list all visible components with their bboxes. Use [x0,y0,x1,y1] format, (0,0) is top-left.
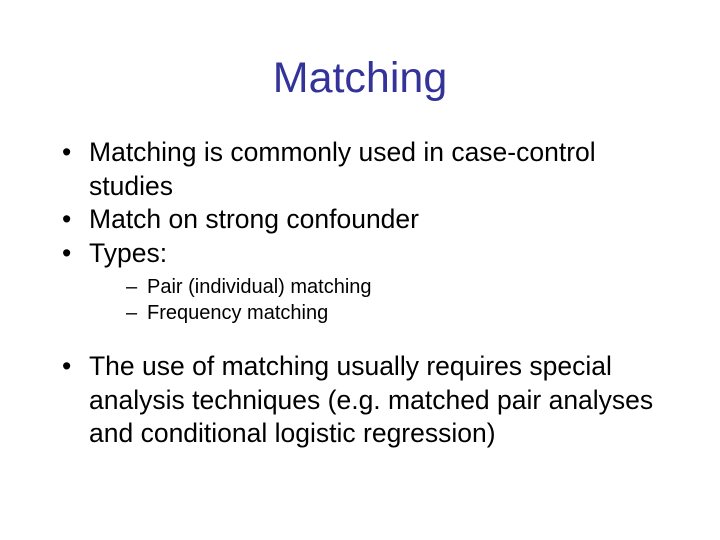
list-item: – Pair (individual) matching [89,275,668,301]
slide-body: • Matching is commonly used in case-cont… [56,136,668,451]
list-item: – Frequency matching [89,301,668,327]
bullet-dash-icon: – [126,301,138,324]
page-title: Matching [272,54,448,102]
list-item-label: Types: [89,237,168,268]
bullet-dot-icon: • [62,237,72,268]
bullet-dot-icon: • [62,204,72,234]
list-item-label: Pair (individual) matching [147,276,372,298]
list-item: • The use of matching usually requires s… [56,350,668,451]
bullet-dot-icon: • [62,351,72,381]
bullet-list-level1: • Matching is commonly used in case-cont… [56,136,668,451]
bullet-dash-icon: – [126,276,138,298]
list-item-label: Matching is commonly used in case-contro… [89,137,596,201]
list-item: • Types: – Pair (individual) matching – … [56,237,668,327]
list-item: • Matching is commonly used in case-cont… [56,136,668,203]
list-item-label: The use of matching usually requires spe… [89,351,654,448]
list-item-label: Frequency matching [147,301,329,324]
bullet-dot-icon: • [62,137,72,167]
list-item-label: Match on strong confounder [89,204,419,234]
bullet-list-level2: – Pair (individual) matching – Frequency… [89,275,668,326]
list-item: • Match on strong confounder [56,203,668,237]
